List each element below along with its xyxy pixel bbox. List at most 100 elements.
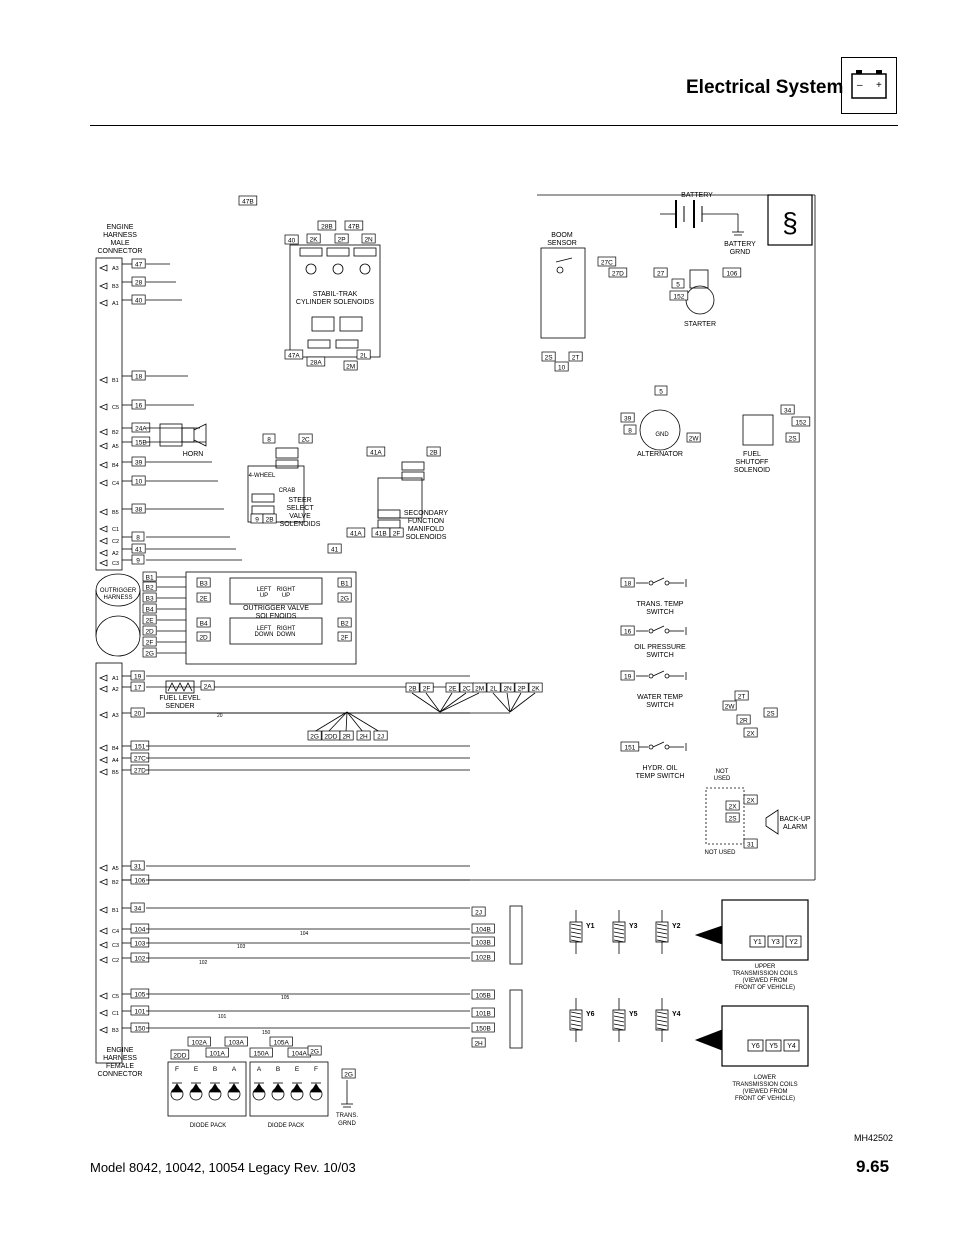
engine-female-label-3: FEMALE: [106, 1063, 134, 1070]
engine-female-label-1: ENGINE: [107, 1047, 134, 1054]
secondary-wire-tag: 2B: [426, 446, 441, 457]
diode-left-tag: 103A: [224, 1036, 248, 1047]
svg-text:2H: 2H: [474, 1040, 483, 1047]
svg-text:17: 17: [134, 684, 142, 691]
svg-text:41A: 41A: [350, 530, 362, 537]
switch-wire-tag: 16: [620, 625, 635, 636]
svg-text:38: 38: [135, 506, 143, 513]
pin-label: A2: [112, 551, 119, 557]
lower-coils-3: (VIEWED FROM: [743, 1089, 788, 1095]
steer-wire-tag: 2C: [298, 433, 313, 444]
pin-label: C4: [112, 929, 119, 935]
male-wire-tag: 39: [131, 456, 146, 467]
splice-label: 20: [217, 713, 223, 719]
lower-conn-tag: 150B: [471, 1022, 495, 1033]
backup-label-1: BACK-UP: [779, 816, 810, 823]
battery-grnd-2: GRND: [730, 249, 751, 256]
pin-arrow: [99, 744, 108, 752]
pin-arrow: [99, 768, 108, 776]
battery-wire-tag: 27C: [597, 256, 617, 267]
svg-text:47: 47: [135, 261, 143, 268]
wire: [425, 692, 441, 713]
outrigger-wire-tag: 2F: [142, 636, 157, 647]
svg-text:102B: 102B: [476, 954, 491, 961]
upper-trans-connector: [509, 905, 523, 965]
svg-text:28A: 28A: [310, 359, 322, 366]
male-wire-tag: 15B: [131, 436, 151, 447]
ground-bus-tag: 2N: [500, 682, 515, 693]
four-wheel-label: 4-WHEEL: [249, 473, 276, 479]
outrigger-wire-tag: B3: [142, 592, 157, 603]
steer-label-4: SOLENOIDS: [280, 521, 321, 528]
male-wire-tag: 10: [131, 475, 146, 486]
lower-photo-label: [765, 1039, 782, 1052]
battery-wire-tag: 152: [669, 290, 689, 301]
svg-text:2B: 2B: [266, 516, 274, 523]
svg-text:2S: 2S: [545, 354, 554, 361]
svg-text:2F: 2F: [393, 530, 401, 537]
svg-text:20: 20: [134, 710, 142, 717]
outrigger-valve-2: SOLENOIDS: [256, 613, 297, 620]
pin-label: A5: [112, 866, 119, 872]
hydr-oil-2: TEMP SWITCH: [636, 773, 685, 780]
diode-right-tag: 2G: [307, 1045, 322, 1056]
svg-text:2X: 2X: [747, 730, 756, 737]
trans-temp-2: SWITCH: [646, 609, 674, 616]
diode-left-tag: 2DD: [170, 1049, 190, 1060]
lower-photo-text: Y5: [769, 1043, 778, 1050]
svg-text:150: 150: [134, 1025, 145, 1032]
diode-left-tag: 101A: [205, 1047, 229, 1058]
pin-label: A3: [112, 266, 119, 272]
diode-pin: A: [257, 1066, 262, 1073]
svg-text:2F: 2F: [423, 685, 431, 692]
diode-pin: E: [194, 1066, 199, 1073]
outrigger-harness: OUTRIGGER HARNESS: [95, 573, 141, 657]
secondary-wire-tag: 41: [327, 543, 342, 554]
pin-arrow: [99, 264, 108, 272]
svg-text:150B: 150B: [476, 1025, 491, 1032]
female-wire-tag: 104: [130, 923, 150, 934]
pin-label: C4: [112, 481, 119, 487]
switch-contact: [648, 628, 654, 634]
fuel-wire-tag: 34: [780, 404, 795, 415]
pin-label: B5: [112, 510, 119, 516]
pin-arrow: [99, 442, 108, 450]
trans-grnd-1: TRANS.: [336, 1113, 358, 1119]
svg-text:2R: 2R: [342, 733, 351, 740]
svg-text:2M: 2M: [346, 363, 355, 370]
svg-text:2G: 2G: [310, 1048, 319, 1055]
pin-arrow: [99, 282, 108, 290]
ground-drop-tag: 2R: [339, 730, 354, 741]
ground-bus-tag: 2E: [445, 682, 460, 693]
starter: STARTER: [684, 269, 716, 328]
upper-conn-tag: 104B: [471, 923, 495, 934]
diode-pin: B: [276, 1066, 280, 1073]
svg-text:103: 103: [134, 940, 145, 947]
upper-coil: Y3: [612, 910, 638, 954]
pin-arrow: [99, 956, 108, 964]
svg-text:28: 28: [135, 279, 143, 286]
outrigger-inner-tag: B2: [337, 617, 352, 628]
svg-text:152: 152: [673, 293, 684, 300]
diode-circle: [208, 1087, 222, 1101]
upper-photo-label: [749, 935, 766, 948]
svg-text:105A: 105A: [274, 1039, 290, 1046]
svg-text:2F: 2F: [341, 634, 349, 641]
lower-coils-4: FRONT OF VEHICLE): [735, 1096, 795, 1102]
svg-text:106: 106: [134, 877, 145, 884]
secondary-wire-tag: 41A: [346, 527, 366, 538]
male-wire-tag: 47: [131, 258, 146, 269]
fuel-wire-tag: 152: [791, 416, 811, 427]
diode-left-tag: 102A: [187, 1036, 211, 1047]
outrigger-inner-tag: 2G: [337, 592, 352, 603]
stabil-wire-tag: 28A: [306, 356, 326, 367]
pin-arrow: [99, 992, 108, 1000]
backup-wire-tag: 2X: [743, 794, 758, 805]
svg-text:40: 40: [135, 297, 143, 304]
boom-label-2: SENSOR: [547, 240, 577, 247]
stabil-wire-tag: 2M: [343, 360, 358, 371]
outrigger-inner-tag: 2D: [196, 631, 211, 642]
stabil-wire-tag: 2N: [361, 233, 376, 244]
switch-blade: [652, 577, 665, 584]
right-down-1: RIGHT: [277, 626, 296, 632]
